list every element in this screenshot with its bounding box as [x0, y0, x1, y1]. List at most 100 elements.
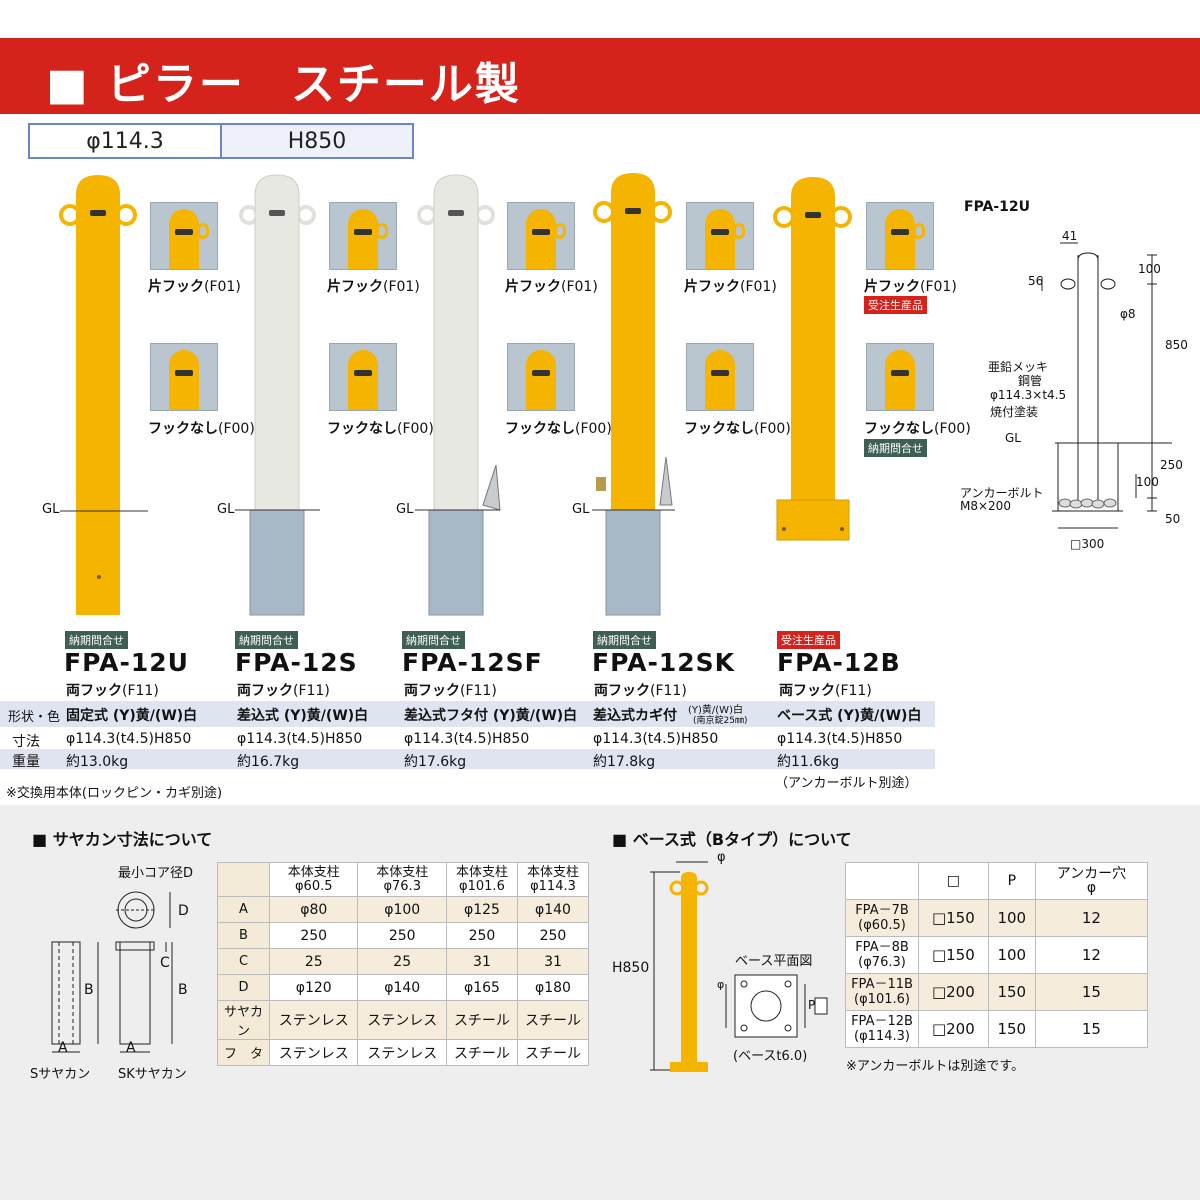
table-cell: 本体支柱 φ101.6	[445, 862, 518, 897]
spec-weight: 約11.6kg	[777, 754, 840, 770]
spec-dims: φ114.3(t4.5)H850	[66, 731, 192, 747]
dim-850: 850	[1165, 338, 1188, 352]
table-cell: 31	[516, 948, 590, 975]
caption-no-hook: フックなし(F00)	[864, 421, 971, 437]
table-cell: FPA－7B (φ60.5)	[845, 899, 919, 937]
technical-drawing	[1041, 242, 1172, 529]
table-cell: P	[987, 862, 1036, 900]
thumb-one-hook	[150, 202, 218, 270]
page-title: ■ ピラー スチール製	[46, 59, 521, 110]
spec-row-type: 形状・色 固定式 (Y)黄/(W)白 差込式 (Y)黄/(W)白 差込式フタ付 …	[0, 701, 935, 727]
table-header-row: 本体支柱 φ60.5 本体支柱 φ76.3 本体支柱 φ101.6 本体支柱 φ…	[217, 862, 590, 897]
table-cell: φ120	[268, 974, 359, 1001]
material-label: φ114.3×t4.5	[990, 388, 1067, 402]
thumb-one-hook	[866, 202, 934, 270]
table-cell: □200	[918, 973, 989, 1011]
table-cell: B	[217, 922, 270, 949]
caption-no-hook: フックなし(F00)	[327, 421, 434, 437]
made-to-order-tag: 受注生産品	[864, 296, 927, 314]
core-label: 最小コア径D	[118, 866, 194, 881]
table-cell	[217, 862, 270, 897]
gl-label: GL	[1005, 431, 1021, 445]
table-cell: スチール	[516, 1000, 590, 1040]
table-cell: □200	[918, 1010, 989, 1048]
lbl-a: A	[58, 1040, 68, 1056]
dim-phi8: φ8	[1120, 307, 1136, 321]
model-tag: 納期問合せ	[65, 631, 128, 649]
gl-label: GL	[396, 502, 414, 517]
table-cell: φ80	[268, 896, 359, 923]
table-cell: φ140	[357, 974, 447, 1001]
table-cell: ステンレス	[357, 1039, 447, 1066]
table-cell: スチール	[445, 1000, 518, 1040]
dim-100: 100	[1138, 262, 1161, 276]
table-cell-text: 本体支柱 φ76.3	[376, 864, 429, 894]
table-cell: φ125	[445, 896, 518, 923]
table-cell-text: FPA－7B (φ60.5)	[855, 903, 909, 933]
header-bar	[0, 38, 1200, 114]
table-cell: 150	[987, 973, 1036, 1011]
table-cell: スチール	[445, 1039, 518, 1066]
pole-fpa-12sf	[415, 174, 501, 616]
dim-56: 56	[1028, 274, 1044, 288]
base-note: ※アンカーボルトは別途です。	[846, 1059, 1025, 1074]
sayakan-table: 本体支柱 φ60.5 本体支柱 φ76.3 本体支柱 φ101.6 本体支柱 φ…	[217, 862, 590, 1066]
table-cell: φ180	[516, 974, 590, 1001]
table-cell: 本体支柱 φ60.5	[268, 862, 359, 897]
table-cell-text: 本体支柱 φ101.6	[455, 864, 508, 894]
table-cell: 12	[1034, 936, 1149, 974]
spec-row-weight: 重量 約13.0kg 約16.7kg 約17.6kg 約17.8kg 約11.6…	[0, 749, 935, 770]
table-header-row: □ P アンカー穴 φ	[845, 862, 1149, 900]
base-diagram	[650, 861, 828, 1072]
pole-fpa-12sk	[592, 173, 675, 616]
thumb-no-hook	[507, 343, 575, 411]
table-cell: D	[217, 974, 270, 1001]
phi-label: φ	[717, 850, 726, 865]
pole-fpa-12s	[235, 174, 320, 616]
table-row: D φ120 φ140 φ165 φ180	[217, 974, 590, 1001]
spec-weight: 約13.0kg	[66, 754, 129, 770]
plan-title: ベース平面図	[735, 954, 813, 969]
s-sayakan-label: Sサヤカン	[30, 1067, 91, 1082]
table-row: B 250 250 250 250	[217, 922, 590, 949]
caption-no-hook: フックなし(F00)	[148, 421, 255, 437]
gl-label: GL	[217, 502, 235, 517]
model-name: FPA-12SF	[402, 648, 543, 677]
table-cell: φ140	[516, 896, 590, 923]
lbl-a: A	[126, 1040, 136, 1056]
table-cell: サヤカン	[217, 1000, 270, 1040]
phi-label: φ	[717, 978, 725, 991]
table-cell: 100	[987, 936, 1036, 974]
spec-weight: 約17.6kg	[404, 754, 467, 770]
base-title: ■ ベース式（Bタイプ）について	[612, 830, 852, 849]
table-cell: □150	[918, 936, 989, 974]
spec-dims: φ114.3(t4.5)H850	[237, 731, 363, 747]
table-cell: 31	[445, 948, 518, 975]
caption-one-hook: 片フック(F01)	[148, 279, 241, 295]
dim-100b: 100	[1136, 475, 1159, 489]
table-cell: フ タ	[217, 1039, 270, 1066]
table-cell: 150	[987, 1010, 1036, 1048]
model-tag: 受注生産品	[777, 631, 840, 649]
inquire-tag: 納期問合せ	[864, 439, 927, 457]
p-label: P	[808, 998, 816, 1012]
caption-no-hook: フックなし(F00)	[684, 421, 791, 437]
thumb-one-hook	[507, 202, 575, 270]
table-cell: ステンレス	[357, 1000, 447, 1040]
table-cell: 250	[357, 922, 447, 949]
spec-type: 差込式カギ付	[593, 708, 677, 724]
hook-label: 両フック(F11)	[66, 683, 159, 699]
spec-dims: φ114.3(t4.5)H850	[777, 731, 903, 747]
spec-weight: 約16.7kg	[237, 754, 300, 770]
table-cell-text: アンカー穴 φ	[1056, 866, 1127, 896]
table-cell: 25	[268, 948, 359, 975]
table-cell-text: FPA－8B (φ76.3)	[855, 940, 909, 970]
table-cell: 15	[1034, 973, 1149, 1011]
spec-dims: φ114.3(t4.5)H850	[593, 731, 719, 747]
dim-250: 250	[1160, 458, 1183, 472]
table-cell: φ100	[357, 896, 447, 923]
lbl-b: B	[84, 982, 94, 998]
spec-weight: 約17.8kg	[593, 754, 656, 770]
table-cell: FPA－11B (φ101.6)	[845, 973, 919, 1011]
table-row: C 25 25 31 31	[217, 948, 590, 975]
